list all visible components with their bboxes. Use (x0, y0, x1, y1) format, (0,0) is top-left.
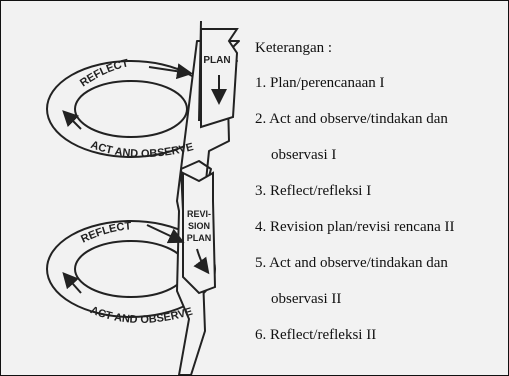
revision-plan-line-1: REVI- (187, 209, 211, 219)
cycle-1-act-arrow-icon (62, 110, 82, 130)
plan-label: PLAN (203, 55, 230, 66)
cycle-1-loop (46, 60, 216, 158)
legend-title: Keterangan : (255, 40, 333, 56)
revision-plan-line-2: SION (188, 221, 210, 231)
legend: Keterangan : 1. Plan/perencanaan I 2. Ac… (255, 31, 455, 353)
legend-item: 6. Reflect/refleksi II (255, 327, 377, 343)
cycle-1-reflect-arrow-icon (148, 63, 193, 80)
action-research-spiral-diagram: PLAN REFLECT ACT AND OBSERVE REVI- SION … (46, 20, 240, 375)
plan-block: PLAN (200, 28, 239, 129)
revision-plan-block: REVI- SION PLAN (182, 171, 217, 295)
revision-plan-line-3: PLAN (187, 233, 212, 243)
legend-item: observasi II (271, 291, 342, 307)
legend-item: 3. Reflect/refleksi I (255, 183, 372, 199)
cycle-2-reflect-arrow-icon (146, 224, 185, 244)
cycle-2-act-arrow-icon (62, 272, 82, 294)
legend-item: observasi I (271, 147, 337, 163)
legend-item: 4. Revision plan/revisi rencana II (255, 219, 455, 235)
legend-item: 1. Plan/perencanaan I (255, 75, 385, 91)
legend-item: 2. Act and observe/tindakan dan (255, 111, 448, 127)
legend-item: 5. Act and observe/tindakan dan (255, 255, 448, 271)
revision-plan-arrow-icon (193, 248, 210, 275)
